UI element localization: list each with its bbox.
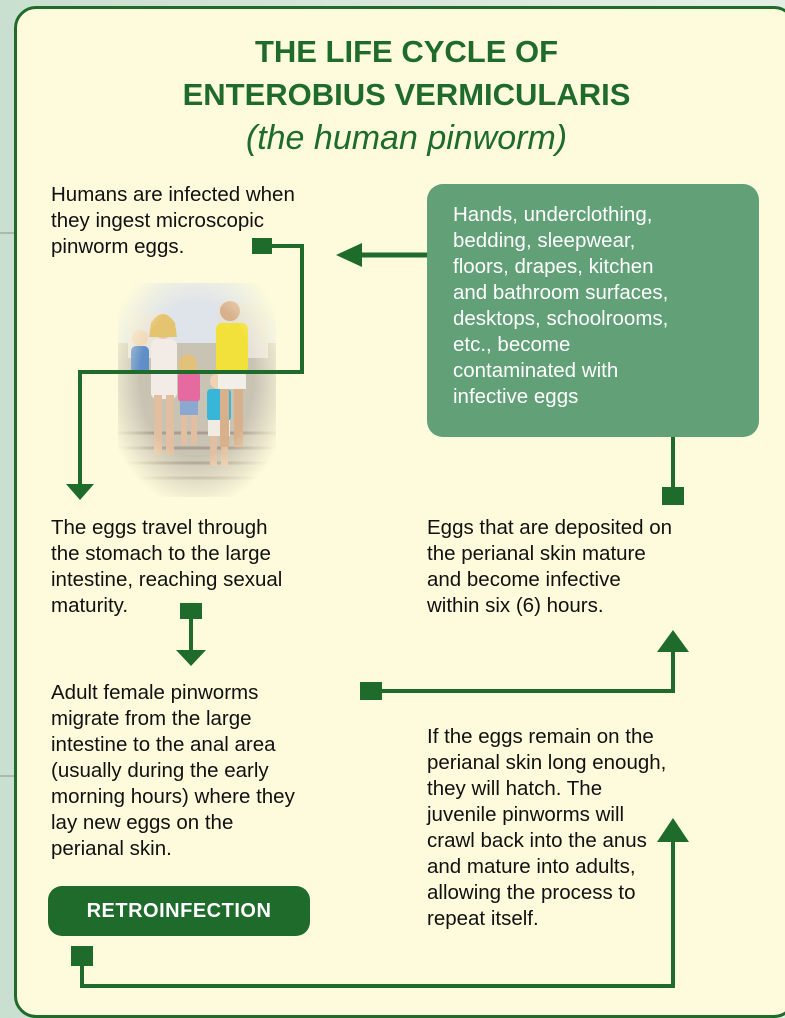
arrowhead-up — [657, 630, 689, 652]
arrow-ingest-to-travel — [80, 246, 302, 485]
arrowhead-down — [176, 650, 206, 666]
arrowhead-down — [66, 484, 94, 500]
connector-square — [360, 682, 382, 700]
arrowhead-up — [657, 818, 689, 842]
connector-square — [180, 603, 202, 619]
arrow-retroinfection-loop — [82, 840, 673, 986]
connector-square — [71, 946, 93, 966]
connector-square — [662, 487, 684, 505]
arrow-migrate-to-mature — [380, 650, 673, 691]
arrowhead-left — [336, 243, 362, 267]
